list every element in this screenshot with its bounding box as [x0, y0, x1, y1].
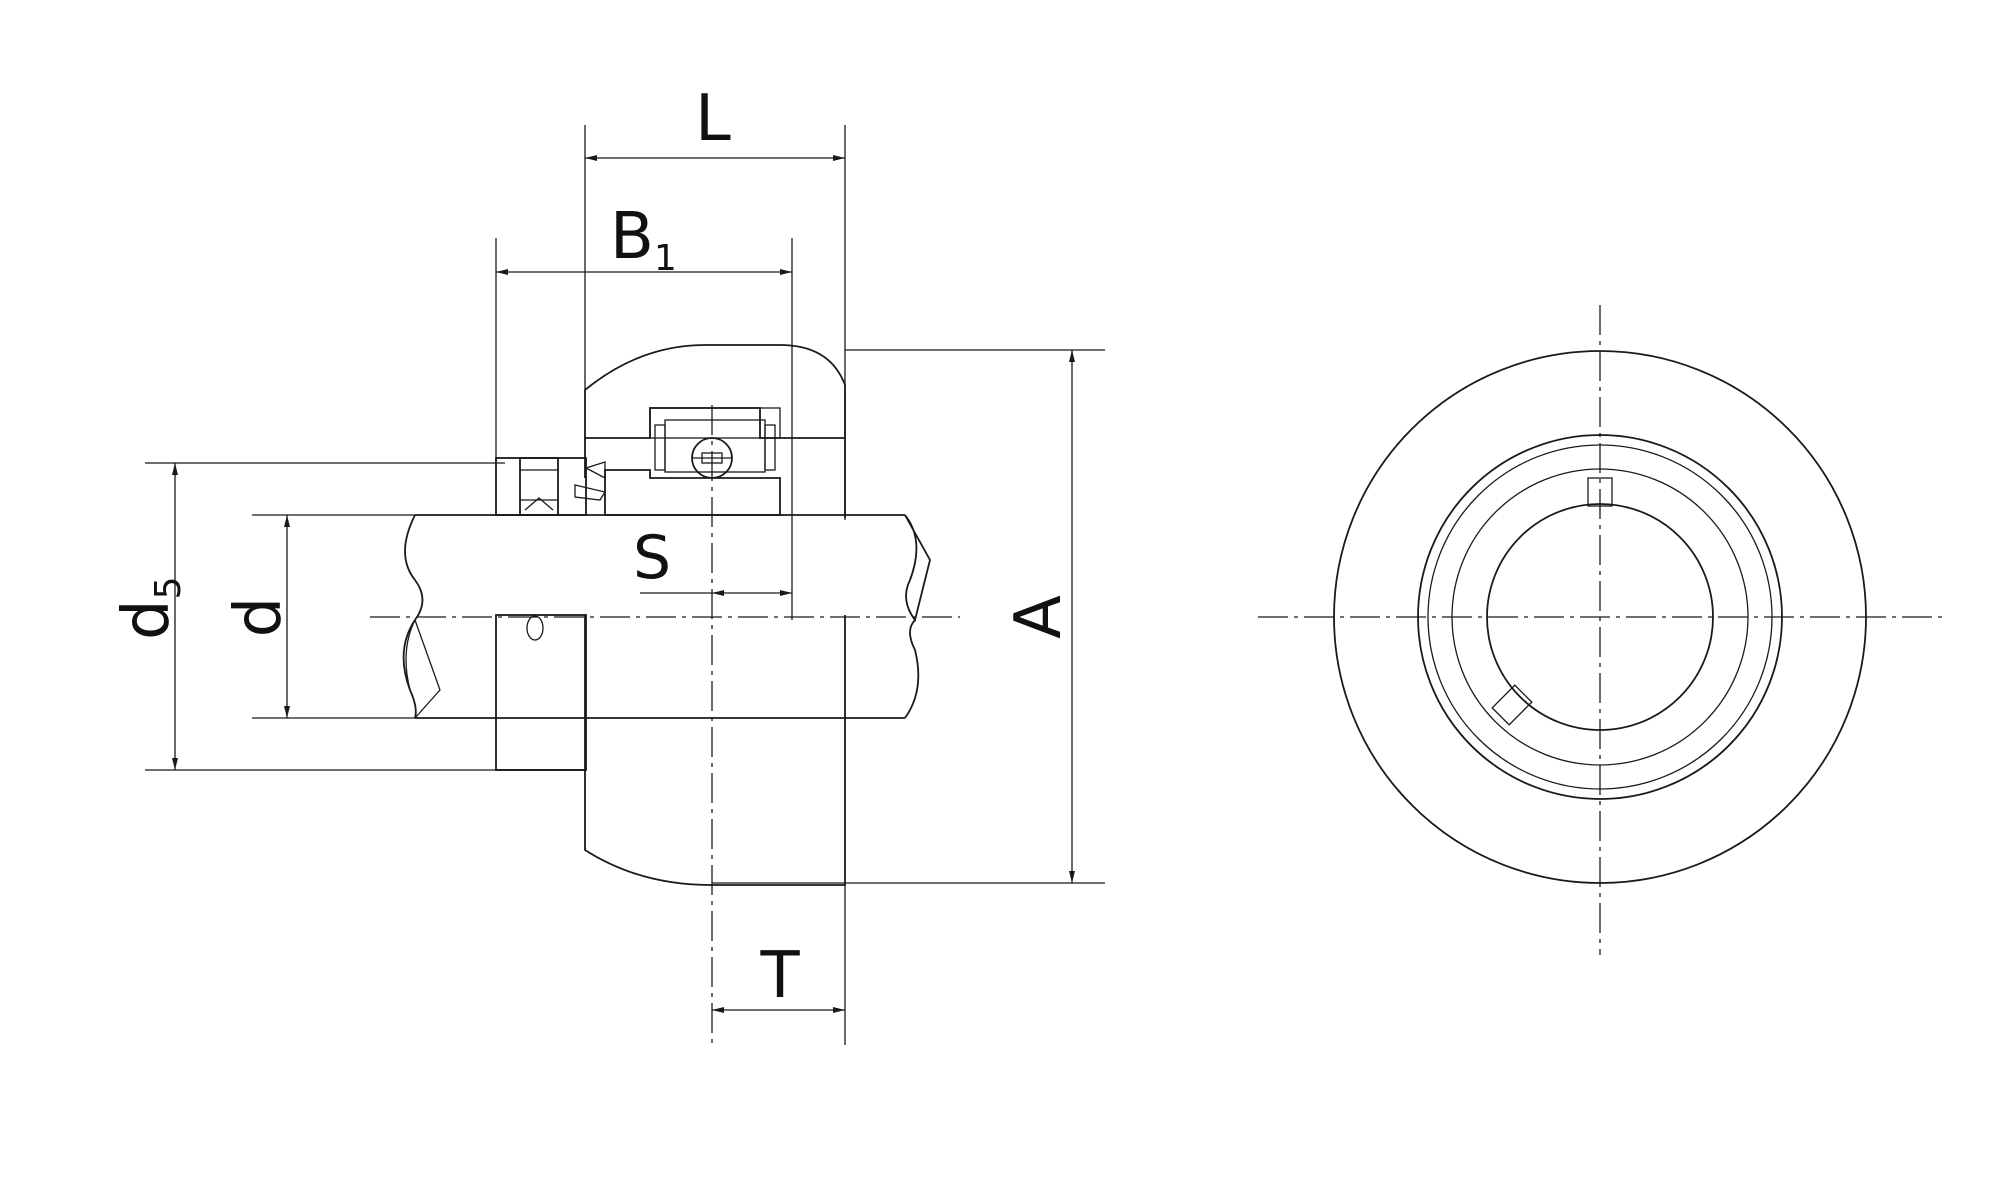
inner-ring-section [604, 469, 781, 516]
dimension-lines [145, 125, 1105, 1045]
label-S: S [633, 523, 671, 593]
label-B1: B1 [610, 200, 677, 279]
front-view [1258, 305, 1945, 955]
label-d: d [222, 597, 296, 638]
label-d5: d5 [110, 576, 189, 640]
label-B1-main: B [610, 200, 654, 274]
label-L: L [695, 82, 731, 156]
label-A: A [1002, 595, 1076, 639]
collar-section [495, 457, 587, 516]
set-screw [519, 457, 559, 516]
shaft-break-left [405, 618, 441, 719]
label-d5-sub: 5 [148, 576, 189, 599]
housing-bottom-outline [584, 615, 846, 886]
label-B1-sub: 1 [654, 238, 677, 279]
slot-lower-left [1491, 684, 1533, 726]
label-d5-main: d [110, 599, 184, 640]
label-T: T [759, 939, 800, 1013]
housing-top-section [584, 344, 846, 439]
section-view [370, 344, 960, 1045]
shaft-break-right [904, 514, 931, 623]
